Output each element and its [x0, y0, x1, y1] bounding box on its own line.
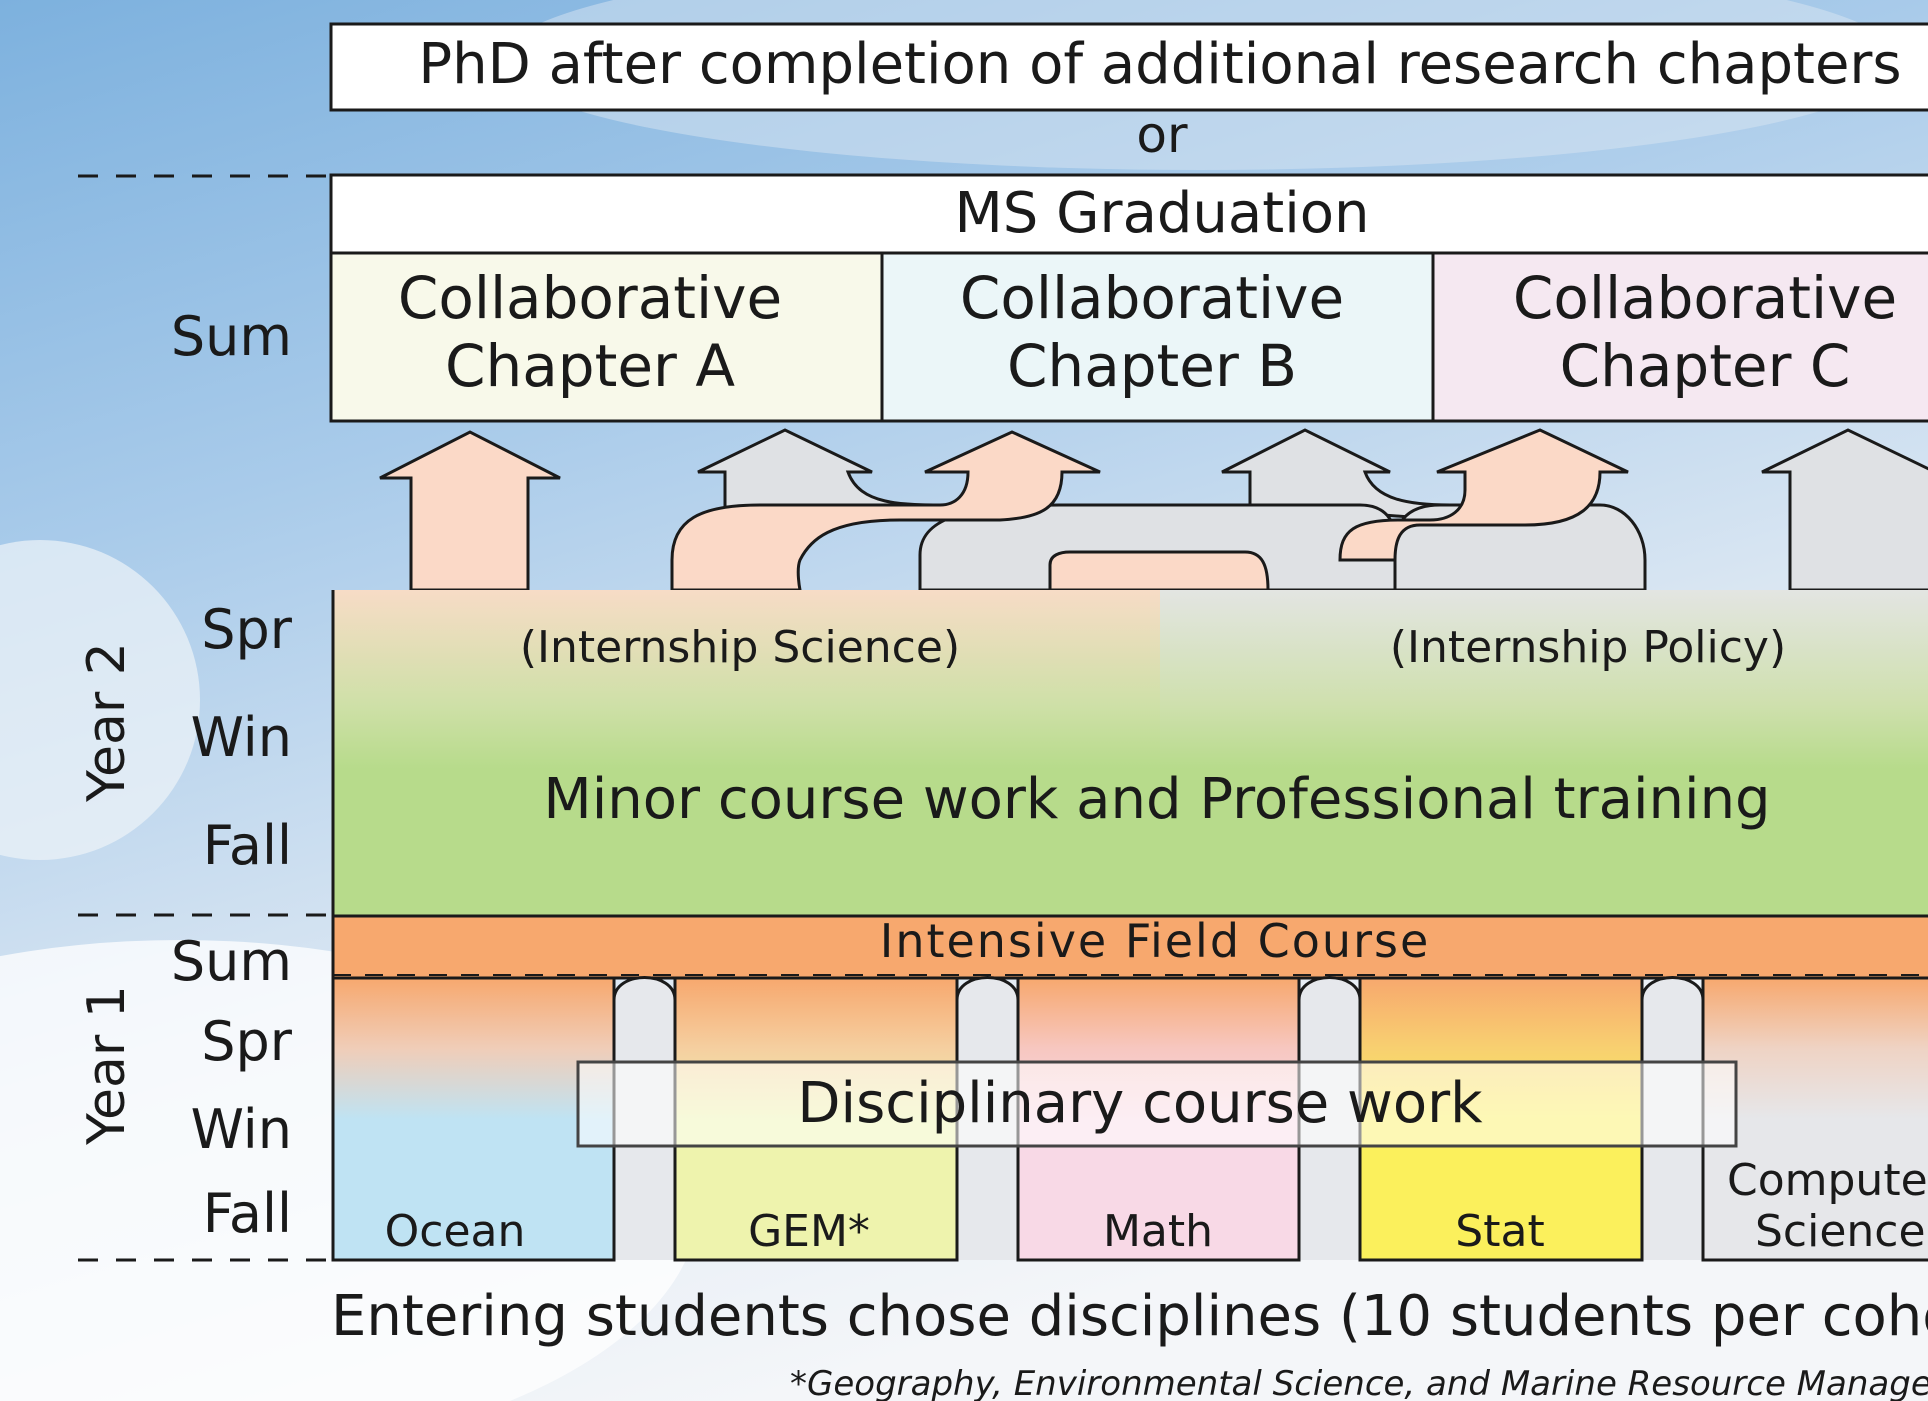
- footer-caption: Entering students chose disciplines (10 …: [331, 1284, 1928, 1349]
- discipline-columns: [331, 976, 1928, 1262]
- field-course-label: Intensive Field Course: [880, 914, 1431, 968]
- phd-box-label: PhD after completion of additional resea…: [418, 32, 1901, 97]
- term-y1-fall: Fall: [203, 1182, 292, 1245]
- discipline-compute-label-2: Science: [1755, 1206, 1926, 1257]
- term-y2-spr: Spr: [201, 598, 293, 661]
- chapter-b-line1: Collaborative: [960, 264, 1344, 332]
- chapter-c-line1: Collaborative: [1513, 264, 1897, 332]
- term-y2-fall: Fall: [203, 814, 292, 877]
- term-y2-win: Win: [191, 706, 292, 769]
- term-sum-top: Sum: [171, 305, 292, 368]
- arrow-science-to-c: [1048, 550, 1270, 592]
- minor-block-label: Minor course work and Professional train…: [543, 767, 1770, 832]
- minor-block-left: [333, 590, 1160, 915]
- disciplinary-box: [576, 1060, 1738, 1148]
- discipline-stat-label: Stat: [1455, 1206, 1544, 1257]
- chapter-c-line2: Chapter C: [1560, 332, 1851, 400]
- disciplinary-label: Disciplinary course work: [797, 1071, 1483, 1136]
- or-label: or: [1136, 106, 1188, 164]
- term-y1-win: Win: [191, 1098, 292, 1161]
- arrow-policy-to-c: [1761, 428, 1928, 592]
- discipline-ocean-label: Ocean: [385, 1206, 526, 1257]
- year-2-label: Year 2: [77, 642, 137, 803]
- arrow-science-to-a: [379, 430, 561, 592]
- internship-science-label: (Internship Science): [520, 622, 960, 673]
- arrow-science-to-c-head: [1338, 428, 1629, 562]
- discipline-compute-label-1: Compute: [1727, 1155, 1928, 1206]
- discipline-gem-label: GEM*: [748, 1206, 870, 1257]
- arrow-science-to-b: [670, 430, 1101, 592]
- ms-graduation-label: MS Graduation: [954, 181, 1369, 246]
- footnote: *Geography, Environmental Science, and M…: [790, 1364, 1928, 1401]
- chapter-a-box: [329, 251, 884, 423]
- phd-box: [329, 22, 1928, 112]
- chapter-b-line2: Chapter B: [1007, 332, 1297, 400]
- chapter-a-line2: Chapter A: [445, 332, 735, 400]
- year-1-label: Year 1: [77, 985, 137, 1146]
- chapter-c-box: [1431, 251, 1928, 423]
- internship-policy-label: (Internship Policy): [1390, 622, 1786, 673]
- term-y1-spr: Spr: [201, 1010, 293, 1073]
- cloud: [0, 540, 200, 860]
- minor-block-right: [1160, 590, 1928, 915]
- chapter-a-line1: Collaborative: [398, 264, 782, 332]
- discipline-math-label: Math: [1103, 1206, 1213, 1257]
- term-y1-sum: Sum: [171, 930, 292, 993]
